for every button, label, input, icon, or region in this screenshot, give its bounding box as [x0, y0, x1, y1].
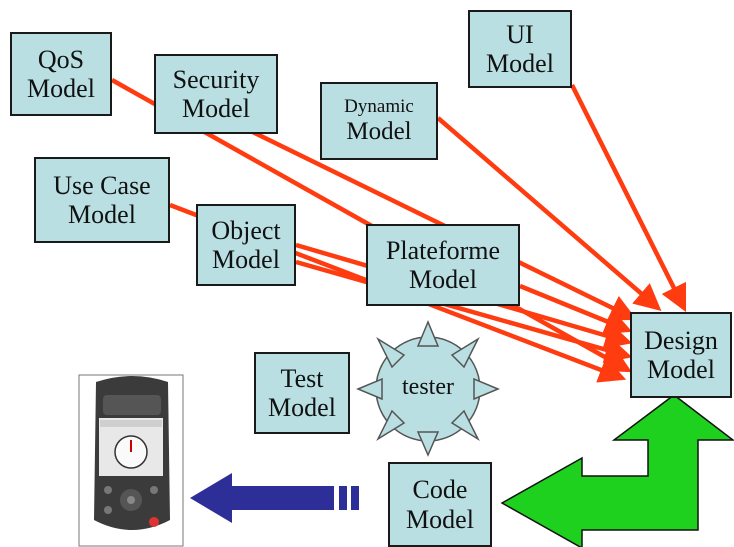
arrow-object-to-design-b	[295, 259, 633, 363]
code-model-line1: Code	[412, 475, 468, 505]
qos-model-box: QoS Model	[10, 32, 112, 116]
code-model-box: Code Model	[388, 462, 492, 547]
test-model-line1: Test	[280, 363, 324, 393]
test-model-line2: Model	[268, 393, 336, 422]
plateforme-model-line2: Model	[409, 265, 477, 294]
use-case-model-line1: Use Case	[53, 170, 151, 200]
use-case-model-box: Use Case Model	[34, 157, 170, 243]
qos-model-line1: QoS	[37, 44, 85, 74]
dynamic-model-box: Dynamic Model	[320, 82, 438, 160]
dynamic-model-line2: Model	[346, 117, 412, 145]
design-model-line1: Design	[644, 325, 718, 355]
arrow-ui-to-design	[569, 83, 687, 313]
tester-label: tester	[402, 374, 454, 400]
object-model-line1: Object	[211, 215, 281, 245]
ui-model-box: UI Model	[468, 10, 572, 88]
gps-device-icon	[78, 374, 184, 547]
dynamic-model-line1: Dynamic	[344, 96, 414, 118]
blue-arrow-icon	[190, 473, 359, 523]
design-model-line2: Model	[647, 355, 715, 384]
test-model-box: Test Model	[254, 352, 350, 434]
object-model-line2: Model	[212, 245, 280, 274]
tester-sun-icon	[356, 320, 500, 457]
arrow-security-to-design	[217, 112, 638, 321]
arrow-dynamic-to-design	[436, 116, 662, 311]
object-model-box: Object Model	[196, 204, 296, 286]
code-model-line2: Model	[406, 504, 474, 534]
plateforme-model-line1: Plateforme	[385, 235, 501, 265]
use-case-model-line2: Model	[68, 200, 136, 229]
ui-model-line1: UI	[506, 19, 534, 49]
security-model-box: Security Model	[154, 54, 278, 134]
green-arrow-icon	[500, 394, 734, 547]
security-model-line2: Model	[182, 94, 250, 123]
design-model-box: Design Model	[630, 312, 732, 398]
security-model-line1: Security	[172, 64, 260, 94]
qos-model-line2: Model	[27, 74, 95, 103]
arrow-plateforme-to-design	[519, 283, 633, 335]
ui-model-line2: Model	[486, 49, 554, 78]
plateforme-model-box: Plateforme Model	[366, 224, 520, 306]
